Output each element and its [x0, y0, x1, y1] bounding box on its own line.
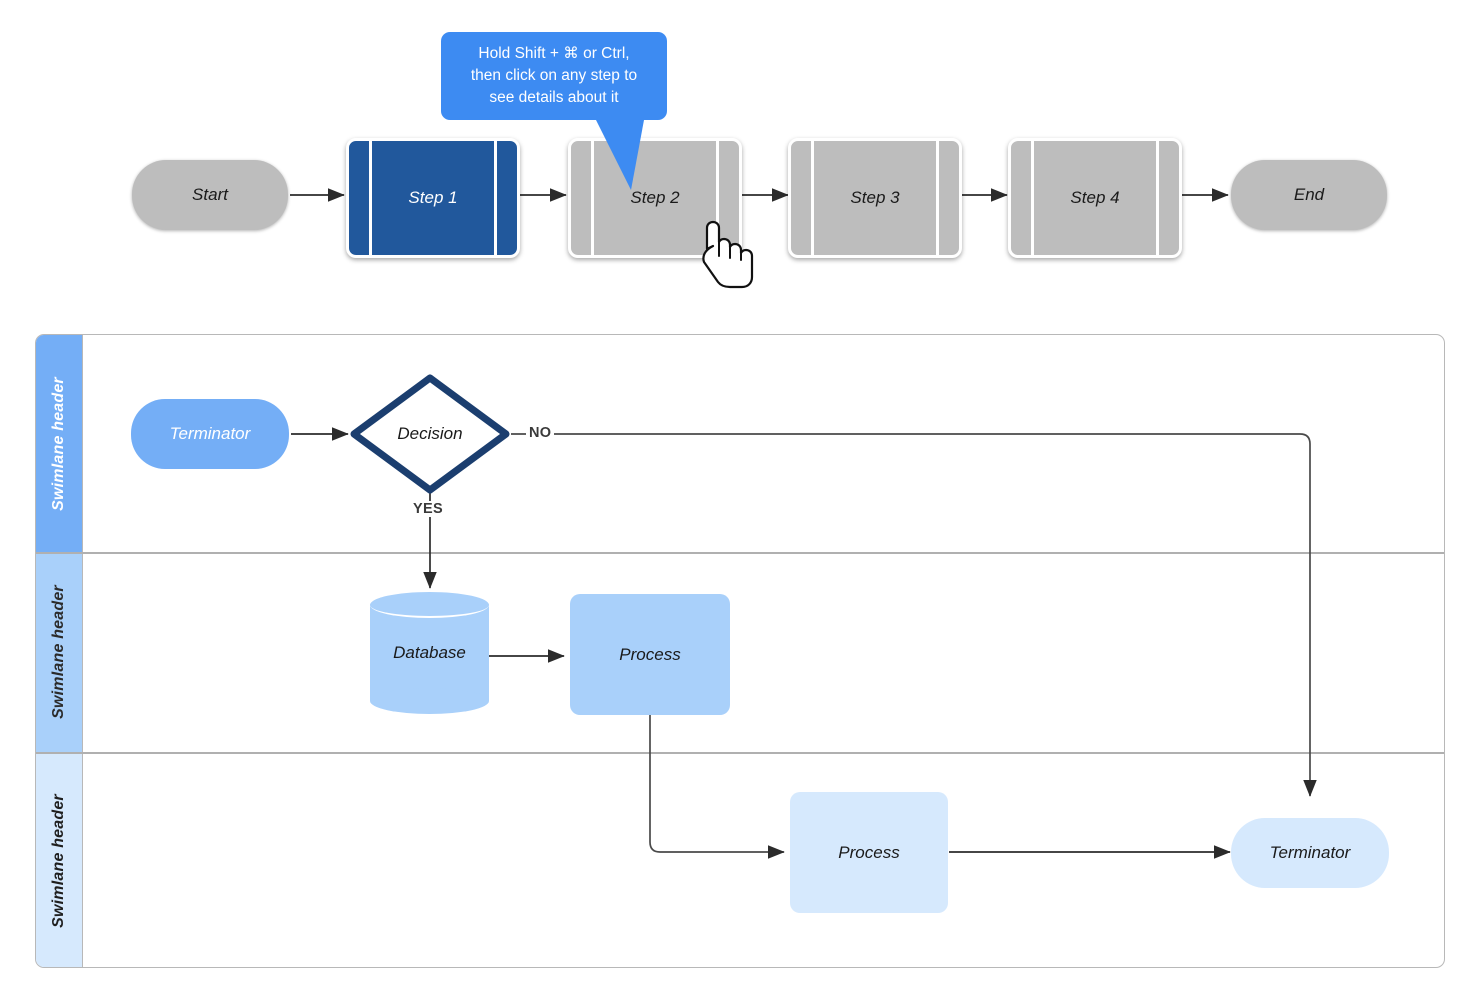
node-process-middle-label: Process	[619, 644, 681, 664]
decision-diamond-shape	[350, 374, 510, 494]
tooltip-line-3: see details about it	[489, 89, 619, 106]
predefined-bar-right	[1156, 141, 1159, 255]
top-node-start[interactable]: Start	[132, 160, 288, 230]
node-process-middle[interactable]: Process	[570, 594, 730, 715]
node-terminator-end[interactable]: Terminator	[1231, 818, 1389, 888]
node-terminator-start-label: Terminator	[169, 424, 251, 444]
predefined-bar-left	[1031, 141, 1034, 255]
tooltip-line-2: then click on any step to	[470, 67, 638, 84]
node-terminator-start[interactable]: Terminator	[131, 399, 289, 469]
swimlane-header-3[interactable]: Swimlane header	[36, 752, 83, 967]
top-node-step1[interactable]: Step 1	[346, 138, 520, 258]
predefined-bar-right	[936, 141, 939, 255]
predefined-bar-left	[811, 141, 814, 255]
edge-label-yes: YES	[410, 501, 446, 517]
node-process-bottom[interactable]: Process	[790, 792, 948, 913]
swimlane-header-1[interactable]: Swimlane header	[36, 335, 83, 552]
database-top-ellipse	[370, 592, 489, 618]
swimlane-pool: Swimlane header Swimlane header Swimlane…	[35, 334, 1445, 968]
database-bottom-ellipse	[370, 688, 489, 714]
node-process-bottom-label: Process	[838, 842, 900, 862]
node-terminator-end-label: Terminator	[1269, 843, 1351, 863]
predefined-bar-left	[369, 141, 372, 255]
tooltip-callout: Hold Shift + ⌘ or Ctrl, then click on an…	[441, 32, 667, 120]
predefined-bar-right	[494, 141, 497, 255]
node-database[interactable]: Database	[370, 592, 489, 714]
swimlane-divider-1	[36, 552, 1444, 554]
database-barrel	[370, 605, 489, 701]
node-decision[interactable]: Decision	[348, 372, 512, 496]
top-node-step4[interactable]: Step 4	[1008, 138, 1182, 258]
swimlane-header-2[interactable]: Swimlane header	[36, 552, 83, 752]
tooltip-line-1: Hold Shift + ⌘ or Ctrl,	[478, 45, 630, 62]
swimlane-divider-2	[36, 752, 1444, 754]
predefined-bar-left	[591, 141, 594, 255]
edge-label-no: NO	[526, 425, 555, 441]
predefined-bar-right	[716, 141, 719, 255]
